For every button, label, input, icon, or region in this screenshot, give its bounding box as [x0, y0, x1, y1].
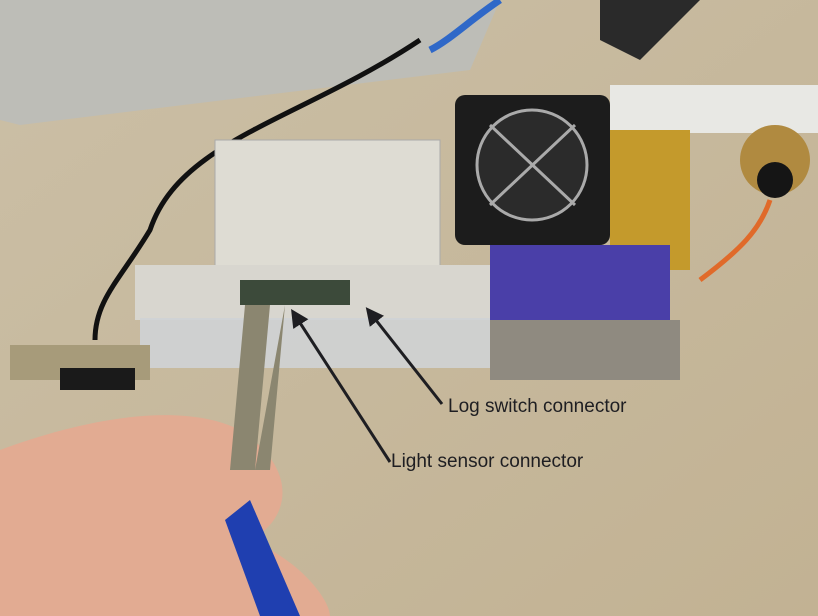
thermocouple-connector	[490, 245, 670, 325]
black-cable	[92, 37, 422, 341]
light-sensor-connector-label: Light sensor connector	[391, 451, 584, 472]
tube	[140, 318, 500, 368]
rail	[610, 85, 818, 133]
log-switch-arrow	[365, 307, 444, 405]
pliers	[230, 305, 285, 470]
sensor-box	[214, 139, 441, 281]
instrument-housing	[0, 0, 500, 125]
log-switch-connector-label: Log switch connector	[448, 396, 627, 417]
light-sensor-arrow	[291, 308, 392, 463]
